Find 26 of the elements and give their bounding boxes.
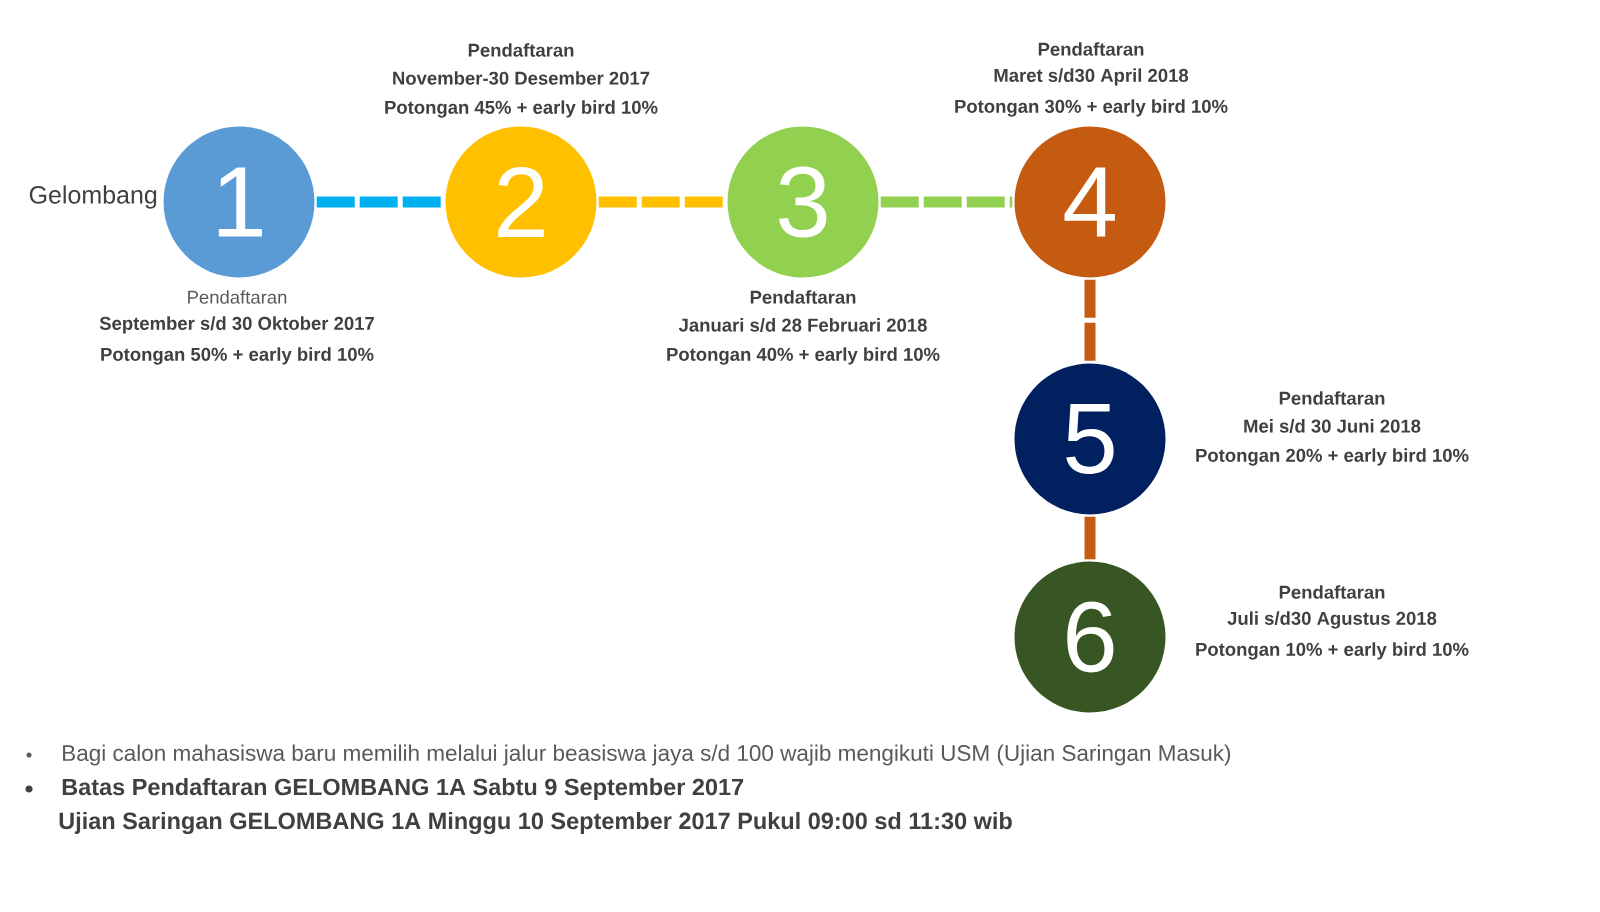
date-range-text: Mei s/d 30 Juni 2018 — [1244, 419, 1421, 433]
registration-heading: Pendaftaran — [468, 43, 574, 57]
discount-text: Potongan 40% + early bird 10% — [667, 347, 940, 365]
discount-text: Potongan 10% + early bird 10% — [1196, 642, 1469, 660]
dashed-connector — [316, 196, 444, 208]
note-text: Bagi calon mahasiswa baru memilih melalui jalur beasiswa jaya s/d 100 wajib mengikuti USM (Ujian Saringan Masuk) — [63, 744, 1231, 766]
dashed-connector — [880, 196, 1013, 208]
dashed-connector — [598, 196, 726, 208]
registration-heading: Pendaftaran — [1038, 42, 1144, 56]
date-range-text: Maret s/d30 April 2018 — [994, 68, 1189, 86]
date-range-text: Juli s/d30 Agustus 2018 — [1227, 611, 1437, 629]
registration-heading: Pendaftaran — [750, 290, 856, 304]
registration-heading: Pendaftaran — [188, 290, 287, 304]
discount-text: Potongan 20% + early bird 10% — [1196, 448, 1469, 466]
date-range-text: November-30 Desember 2017 — [393, 71, 650, 85]
note-text: Batas Pendaftaran GELOMBANG 1A Sabtu 9 September 2017 — [62, 778, 744, 800]
discount-text: Potongan 30% + early bird 10% — [955, 99, 1228, 117]
date-range-text: September s/d 30 Oktober 2017 — [99, 316, 374, 334]
discount-text: Potongan 45% + early bird 10% — [385, 100, 658, 118]
date-range-text: Januari s/d 28 Februari 2018 — [678, 318, 927, 332]
connector-line — [1084, 516, 1096, 560]
note-text: Ujian Saringan GELOMBANG 1A Minggu 10 September 2017 Pukul 09:00 sd 11:30 wib — [59, 812, 1012, 834]
dashed-connector — [1084, 279, 1096, 362]
registration-heading: Pendaftaran — [1279, 585, 1385, 599]
discount-text: Potongan 50% + early bird 10% — [101, 347, 374, 365]
registration-heading: Pendaftaran — [1279, 391, 1385, 405]
